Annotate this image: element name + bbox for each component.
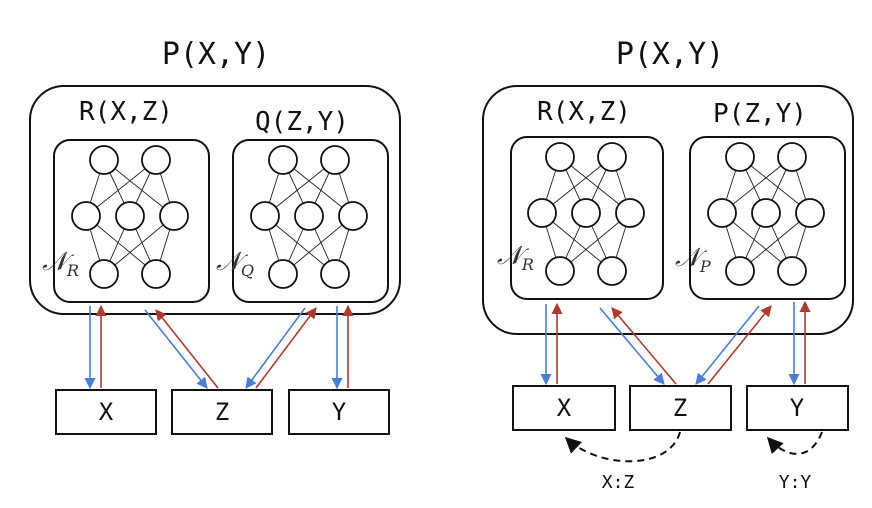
network-edge (559, 156, 631, 214)
network-neuron (545, 142, 575, 172)
network-neuron (597, 256, 627, 286)
network-neuron (777, 256, 807, 286)
network-neuron (545, 256, 575, 286)
right-net1-symbol: 𝒩R (497, 241, 534, 274)
left-node-y-label: Y (332, 398, 347, 426)
network-neuron (707, 198, 737, 228)
network-edge (721, 156, 793, 214)
network-neuron (89, 259, 119, 289)
right-arrow-net2-to-z (695, 305, 760, 385)
right-arrow-net1-to-z (599, 307, 665, 385)
network-edge (85, 215, 157, 275)
left-arrow-z-to-net1 (155, 309, 219, 389)
right-arrow-z-to-net1 (611, 307, 677, 385)
left-outer-box (29, 85, 401, 315)
network-edge (85, 159, 157, 217)
left-diagram: P(X,Y) R(X,Z) 𝒩R Q(Z,Y) 𝒩Q X Z Y (29, 37, 401, 435)
left-outer-label: P(X,Y) (162, 37, 270, 72)
network-edge (282, 215, 354, 275)
network-neuron (615, 198, 645, 228)
right-net1-box (510, 136, 664, 300)
network-edge (282, 159, 354, 217)
left-net1-box (53, 139, 210, 303)
network-edge (541, 156, 613, 214)
network-edge (559, 212, 631, 272)
right-node-z-label: Z (673, 394, 687, 422)
right-net2-network (707, 142, 825, 286)
left-node-x-box (55, 389, 157, 435)
network-neuron (89, 145, 119, 175)
right-net1-label: R(X,Z) (537, 97, 631, 127)
network-edge (103, 159, 175, 217)
network-neuron (141, 259, 171, 289)
network-neuron (115, 201, 145, 231)
network-neuron (751, 198, 781, 228)
network-neuron (527, 198, 557, 228)
network-edge (739, 156, 811, 214)
right-outer-box (482, 85, 854, 335)
network-neuron (725, 256, 755, 286)
left-net1-label: R(X,Z) (79, 97, 173, 127)
network-neuron (597, 142, 627, 172)
left-net1-symbol: 𝒩R (42, 247, 79, 280)
right-node-y-box (746, 385, 849, 431)
network-neuron (141, 145, 171, 175)
right-loop-label-x-z: X:Z (602, 472, 635, 493)
left-node-x-label: X (99, 398, 114, 426)
network-edge (721, 212, 793, 272)
network-neuron (725, 142, 755, 172)
network-edge (739, 212, 811, 272)
network-neuron (320, 145, 350, 175)
right-arrow-z-to-net2 (707, 305, 772, 385)
left-net2-symbol: 𝒩Q (216, 247, 254, 280)
right-net2-symbol: 𝒩P (675, 243, 711, 276)
network-neuron (268, 259, 298, 289)
left-net2-label: Q(Z,Y) (255, 107, 349, 137)
network-edge (541, 212, 613, 272)
left-node-z-box (171, 389, 273, 435)
right-node-x-label: X (557, 394, 572, 422)
network-neuron (338, 201, 368, 231)
network-neuron (571, 198, 601, 228)
network-neuron (294, 201, 324, 231)
right-loop-x-z (564, 431, 681, 463)
network-neuron (268, 145, 298, 175)
network-edge (264, 159, 336, 217)
network-neuron (250, 201, 280, 231)
right-loop-label-y-y: Y:Y (779, 472, 812, 493)
right-loop-y-y (766, 431, 823, 455)
network-neuron (320, 259, 350, 289)
network-neuron (777, 142, 807, 172)
right-node-y-label: Y (790, 394, 805, 422)
left-net2-box (232, 139, 389, 303)
right-net1-network (527, 142, 645, 286)
right-node-z-box (629, 385, 732, 431)
left-arrow-net2-to-z (245, 307, 306, 389)
network-neuron (159, 201, 189, 231)
left-net2-network (250, 145, 368, 289)
right-outer-label: P(X,Y) (616, 37, 724, 72)
left-node-z-label: Z (215, 398, 229, 426)
right-net2-label: P(Z,Y) (713, 99, 807, 129)
right-net2-box (689, 136, 846, 300)
right-diagram: P(X,Y) R(X,Z) 𝒩R P(Z,Y) 𝒩P X Z Y X:Z Y:Y (482, 37, 854, 493)
network-neuron (71, 201, 101, 231)
network-edge (264, 215, 336, 275)
right-node-x-box (512, 385, 616, 431)
network-neuron (795, 198, 825, 228)
network-edge (103, 215, 175, 275)
left-arrow-net1-to-z (144, 309, 208, 389)
left-net1-network (71, 145, 189, 289)
left-arrow-z-to-net2 (255, 307, 317, 389)
left-node-y-box (288, 389, 390, 435)
